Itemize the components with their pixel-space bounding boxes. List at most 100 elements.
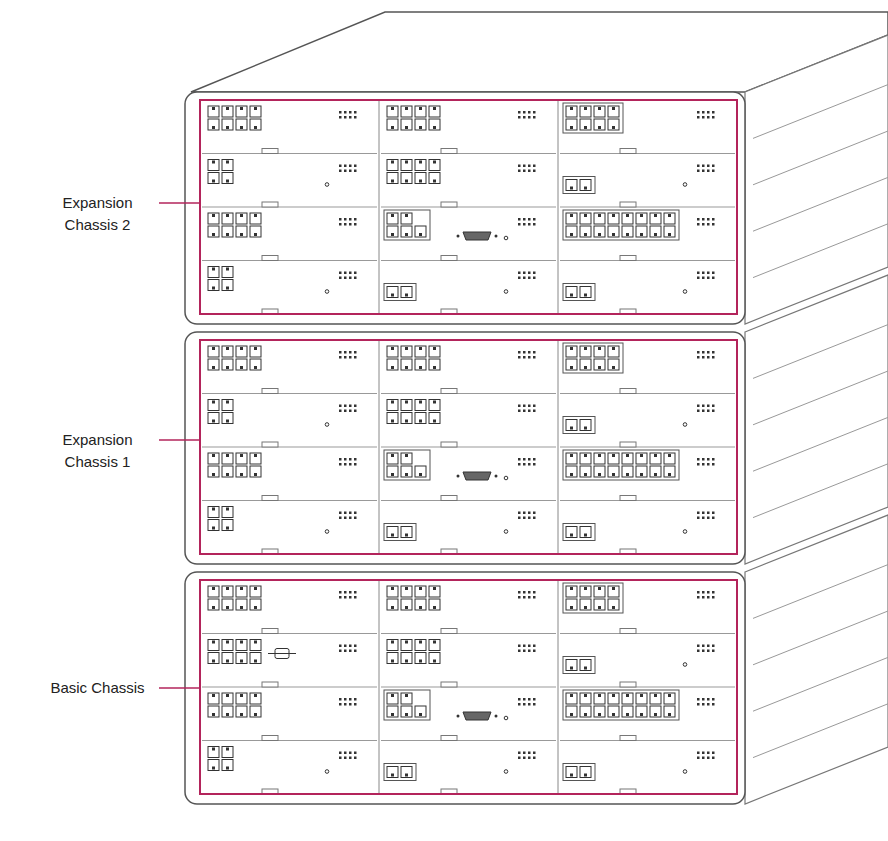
chassis-side — [745, 515, 888, 804]
indicator-dot — [518, 356, 521, 359]
indicator-dot — [339, 645, 342, 648]
card-slot — [384, 272, 536, 315]
indicator-dot — [344, 458, 347, 461]
card-separator — [381, 447, 556, 448]
port-icon — [608, 586, 619, 597]
port-notch — [612, 606, 615, 609]
indicator-dot — [339, 165, 342, 168]
card-separator — [560, 260, 735, 261]
indicator-dot — [518, 698, 521, 701]
port-icon — [208, 706, 219, 717]
indicator-dot — [518, 170, 521, 173]
port-notch — [405, 587, 408, 590]
port-notch — [391, 587, 394, 590]
port-icon — [580, 346, 591, 357]
port-icon — [222, 653, 233, 664]
indicator-dot — [349, 223, 352, 226]
port-notch — [226, 641, 229, 644]
indicator-dot — [349, 591, 352, 594]
port-notch — [212, 694, 215, 697]
indicator-dot — [533, 703, 536, 706]
indicator-dot — [702, 410, 705, 413]
port-icon — [415, 466, 426, 477]
port-notch — [226, 180, 229, 183]
port-icon — [222, 640, 233, 651]
port-icon — [566, 453, 577, 464]
card-slot — [208, 747, 357, 795]
indicator-dot — [528, 277, 531, 280]
screw — [495, 475, 498, 478]
port-notch — [612, 473, 615, 476]
port-icon — [580, 693, 591, 704]
port-notch — [612, 694, 615, 697]
port-icon — [415, 226, 426, 237]
port-notch — [240, 347, 243, 350]
port-icon — [415, 359, 426, 370]
indicator-dot — [344, 650, 347, 653]
label-holder: Expansion Chassis 1 — [40, 429, 155, 473]
indicator-dot — [518, 458, 521, 461]
column-separator — [379, 100, 380, 314]
indicator-dot — [349, 703, 352, 706]
indicator-dot — [712, 645, 715, 648]
port-notch — [391, 233, 394, 236]
indicator-dot — [518, 111, 521, 114]
port-icon — [208, 267, 219, 278]
card-tab — [441, 442, 457, 447]
port-icon — [250, 599, 261, 610]
port-icon — [608, 226, 619, 237]
indicator-dot — [354, 116, 357, 119]
indicator-dot — [523, 170, 526, 173]
port-icon — [415, 599, 426, 610]
indicator-dot — [702, 223, 705, 226]
port-notch — [584, 454, 587, 457]
indicator-dot — [707, 458, 710, 461]
indicator-dot — [339, 218, 342, 221]
port-notch — [640, 713, 643, 716]
indicator-dot — [518, 116, 521, 119]
port-notch — [668, 454, 671, 457]
indicator-led — [504, 530, 508, 534]
indicator-dot — [523, 351, 526, 354]
indicator-dot — [518, 703, 521, 706]
indicator-dot — [354, 596, 357, 599]
port-notch — [598, 694, 601, 697]
card-tab — [620, 736, 636, 741]
indicator-dot — [712, 650, 715, 653]
card-tab — [262, 736, 278, 741]
card-tab — [262, 442, 278, 447]
side-groove — [753, 417, 888, 471]
card-slot — [381, 586, 556, 634]
port-icon — [250, 640, 261, 651]
port-icon — [594, 706, 605, 717]
port-notch — [433, 401, 436, 404]
indicator-dot — [528, 223, 531, 226]
port-notch — [419, 420, 422, 423]
port-icon — [208, 466, 219, 477]
indicator-dot — [354, 218, 357, 221]
card-tab — [441, 149, 457, 154]
port-icon — [594, 453, 605, 464]
card-separator — [202, 740, 377, 741]
port-notch — [240, 587, 243, 590]
port-notch — [570, 294, 573, 297]
port-notch — [212, 454, 215, 457]
port-icon — [401, 640, 412, 651]
front-panel-outline — [200, 340, 737, 554]
port-notch — [419, 107, 422, 110]
indicator-dot — [339, 410, 342, 413]
port-notch — [240, 606, 243, 609]
card-slot — [381, 106, 556, 154]
port-icon — [401, 287, 412, 298]
card-slot — [202, 640, 377, 688]
port-icon — [401, 359, 412, 370]
indicator-dot — [697, 351, 700, 354]
indicator-dot — [339, 351, 342, 354]
port-notch — [212, 606, 215, 609]
port-notch — [419, 606, 422, 609]
indicator-dot — [702, 463, 705, 466]
port-icon — [208, 599, 219, 610]
port-icon — [566, 420, 577, 431]
port-icon — [415, 413, 426, 424]
